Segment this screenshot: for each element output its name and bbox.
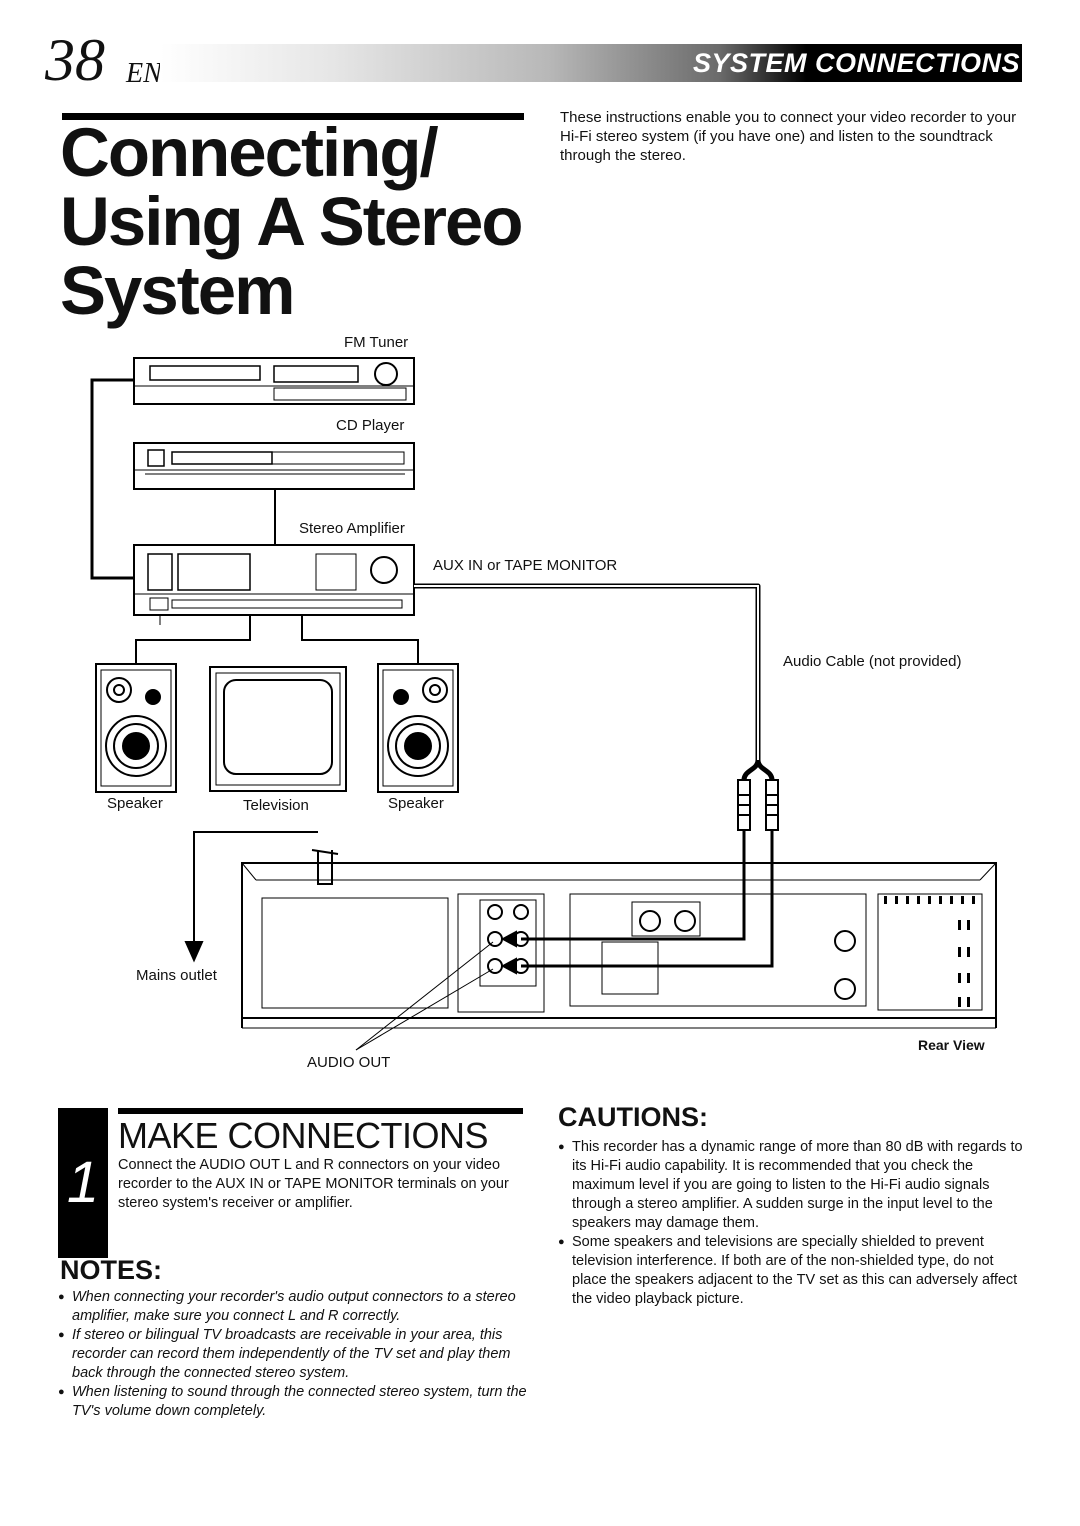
label-television: Television: [243, 797, 309, 814]
television-illustration: [209, 666, 347, 792]
page-language: EN: [126, 58, 162, 89]
label-speaker-left: Speaker: [107, 795, 163, 812]
step-heading: MAKE CONNECTIONS: [118, 1115, 489, 1156]
note-item: When connecting your recorder's audio ou…: [58, 1288, 528, 1326]
label-fm-tuner: FM Tuner: [344, 334, 409, 351]
vcr-rear-panel-illustration: [241, 862, 997, 1029]
notes-list: When connecting your recorder's audio ou…: [58, 1288, 528, 1421]
header-gradient-bar: [160, 44, 1022, 82]
left-speaker-illustration: [95, 663, 177, 793]
intro-text: These instructions enable you to connect…: [560, 109, 1017, 164]
label-aux-in: AUX IN or TAPE MONITOR: [433, 557, 618, 574]
notes-heading: NOTES:: [60, 1255, 163, 1285]
right-speaker-illustration: [377, 663, 459, 793]
step-text: Connect the AUDIO OUT L and R connectors…: [118, 1157, 509, 1211]
title-rule: [62, 113, 524, 120]
stereo-amplifier-illustration: [133, 544, 415, 616]
caution-item: Some speakers and televisions are specia…: [558, 1233, 1028, 1309]
caution-item: This recorder has a dynamic range of mor…: [558, 1138, 1028, 1233]
label-rear-view: Rear View: [918, 1037, 985, 1053]
rca-plugs-illustration: [737, 779, 779, 831]
cd-player-illustration: [133, 442, 415, 490]
fm-tuner-illustration: [133, 357, 415, 405]
cautions-list: This recorder has a dynamic range of mor…: [558, 1138, 1028, 1309]
step-rule: [118, 1108, 523, 1114]
label-mains-outlet: Mains outlet: [136, 967, 217, 984]
page-title: Connecting/ Using A Stereo System: [60, 114, 523, 329]
note-item: When listening to sound through the conn…: [58, 1383, 528, 1421]
label-audio-out: AUDIO OUT: [307, 1054, 391, 1071]
label-stereo-amplifier: Stereo Amplifier: [299, 520, 405, 537]
step-number-badge: 1: [58, 1108, 108, 1258]
label-cd-player: CD Player: [336, 417, 405, 434]
page-number: 38: [45, 27, 105, 93]
section-title: SYSTEM CONNECTIONS: [692, 48, 1020, 78]
note-item: If stereo or bilingual TV broadcasts are…: [58, 1326, 528, 1383]
label-audio-cable: Audio Cable (not provided): [783, 653, 962, 670]
cautions-heading: CAUTIONS:: [558, 1102, 708, 1132]
label-speaker-right: Speaker: [388, 795, 444, 812]
